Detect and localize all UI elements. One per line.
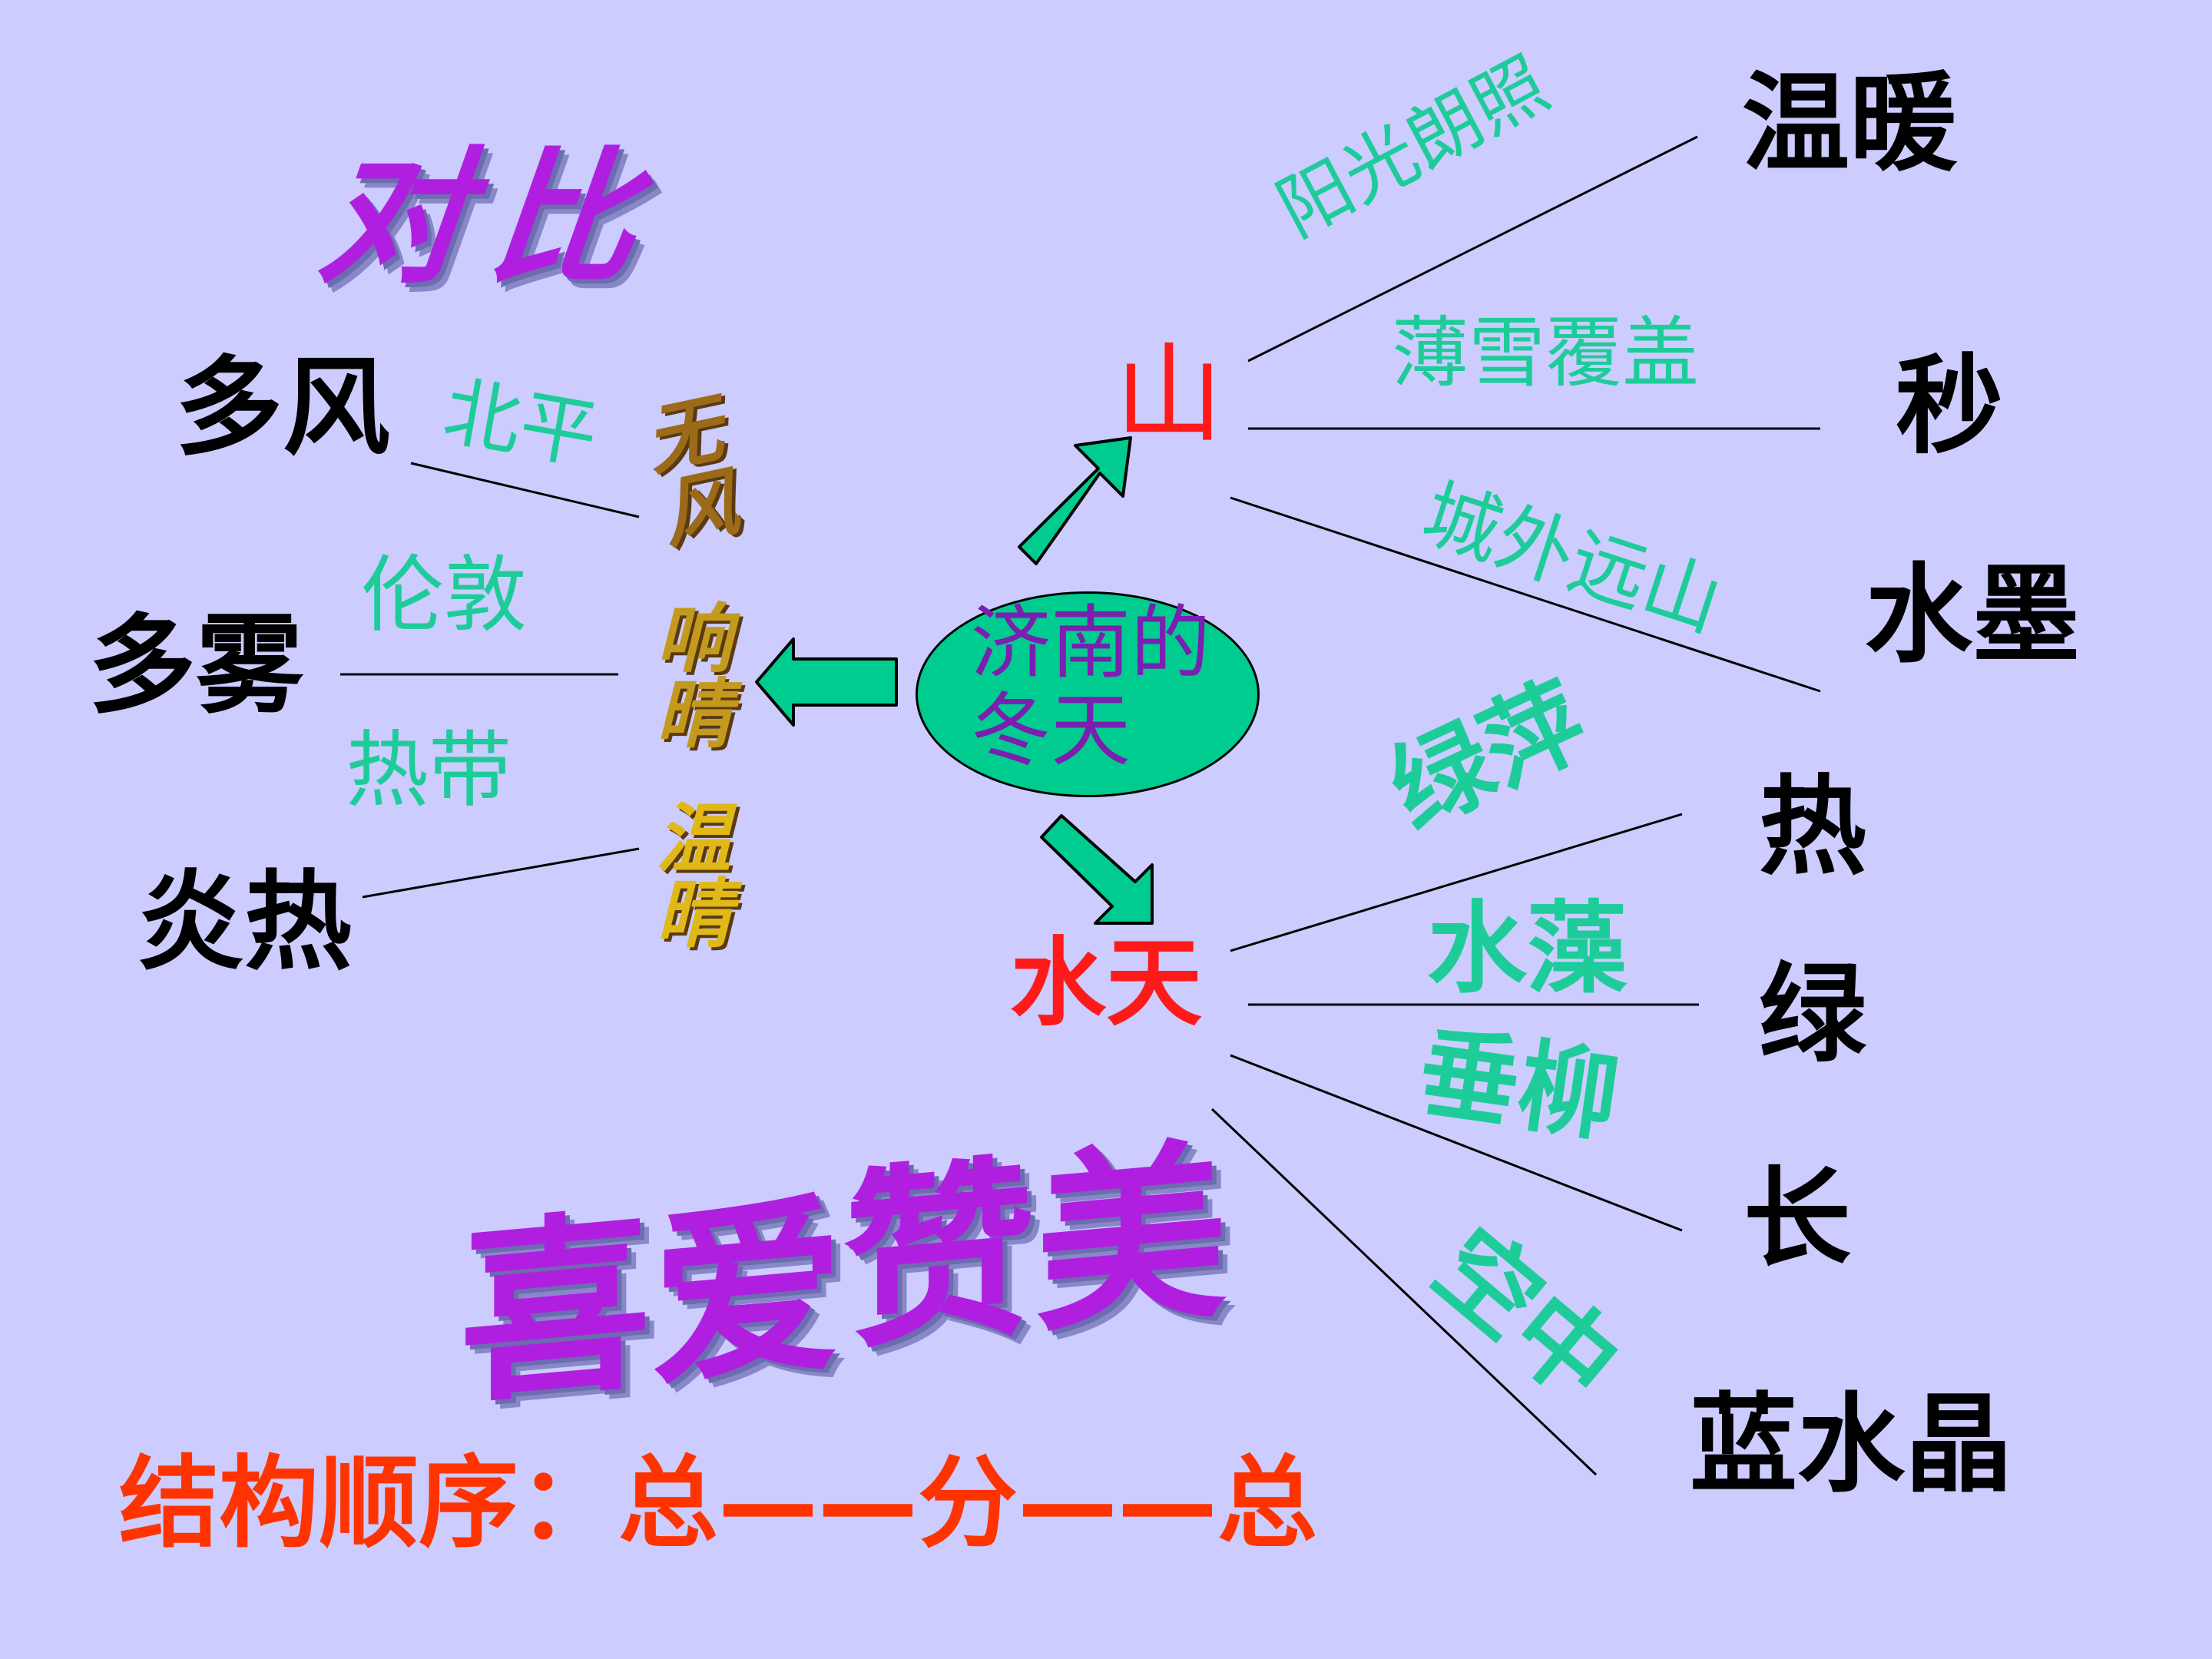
arrow-left-icon (755, 637, 898, 727)
word-hot: 热 (1759, 765, 1867, 890)
center-title: 济南的冬天 (971, 596, 1211, 778)
emotion-praise: 赞美 (843, 1119, 1227, 1376)
word-ink: 水墨 (1865, 553, 2081, 678)
line-water-crystal (1210, 1108, 1598, 1476)
line-mountain-ink (1230, 496, 1821, 693)
label-willow: 垂柳 (1412, 1013, 1627, 1157)
word-windy: 多风 (175, 346, 391, 471)
word-long: 长 (1743, 1157, 1852, 1282)
line-contrast-wind (410, 462, 640, 518)
line-water-hot (1230, 813, 1683, 952)
branch-water-sky: 水天 (1010, 928, 1202, 1039)
word-second: 秒 (1896, 344, 2004, 469)
arrow-up-right-icon (1018, 436, 1132, 565)
trait-mild: 温晴 (643, 799, 730, 949)
word-scorching: 炎热 (137, 860, 353, 985)
contrast-title: 对比 (312, 134, 668, 303)
trait-clear: 响晴 (643, 599, 730, 750)
label-thin-snow: 薄雪覆盖 (1392, 308, 1699, 398)
emotion-love: 喜爱 (459, 1173, 843, 1430)
center-node (916, 591, 1260, 797)
city-tropics: 热带 (346, 723, 512, 819)
branch-mountain: 山 (1115, 333, 1224, 458)
word-warm: 温暖 (1742, 61, 1958, 187)
word-blue-crystal: 蓝水晶 (1690, 1382, 2013, 1508)
word-foggy: 多雾 (88, 604, 304, 729)
word-green: 绿 (1759, 952, 1867, 1078)
line-water-long (1230, 1054, 1683, 1232)
city-london: 伦敦 (361, 548, 528, 644)
line-contrast-heat (362, 847, 640, 899)
arrow-down-right-icon (1040, 814, 1154, 925)
label-waterweed: 水藻 (1427, 890, 1628, 1007)
line-mountain-warm (1247, 135, 1698, 363)
structure-order: 结构顺序：总——分——总 (119, 1445, 1318, 1561)
